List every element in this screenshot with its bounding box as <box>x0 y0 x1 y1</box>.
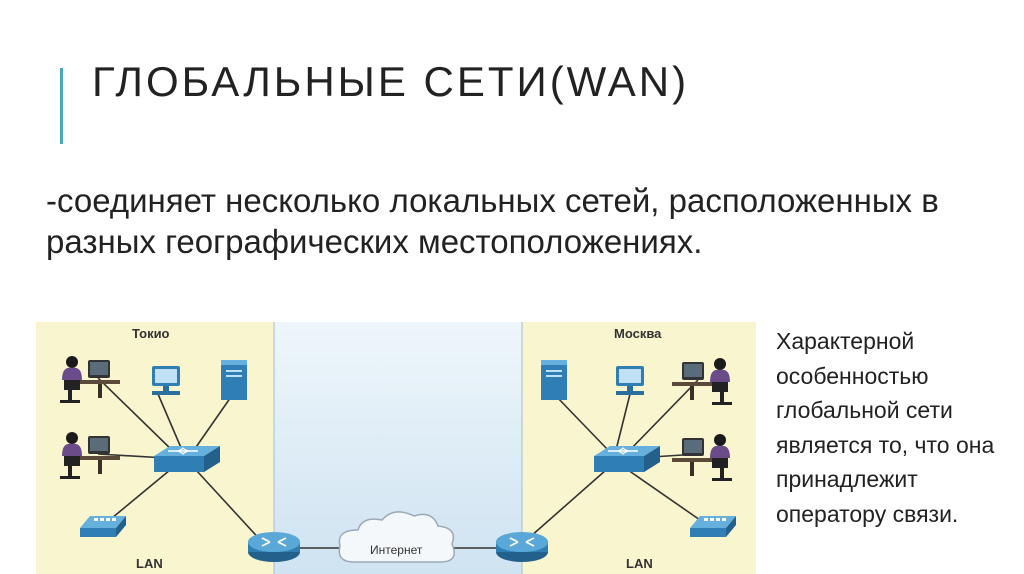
slide-lead-text: -соединяет несколько локальных сетей, ра… <box>46 182 939 260</box>
left-site-label: Токио <box>132 326 170 341</box>
left-lan-links <box>97 377 265 545</box>
slide-side-text: Характерной особенностью глобальной сети… <box>776 328 995 527</box>
left-router-icon <box>247 531 301 563</box>
slide-title: ГЛОБАЛЬНЫЕ СЕТИ(WAN) <box>92 58 690 105</box>
left-lan-label: LAN <box>136 556 163 571</box>
right-site-label: Москва <box>614 326 662 341</box>
left-switch-icon <box>153 445 221 473</box>
left-server-icon <box>221 360 247 400</box>
wan-diagram: Токио Москва LAN LAN Интернет <box>36 322 756 574</box>
right-server-icon <box>541 360 567 400</box>
internet-cloud-label: Интернет <box>370 543 423 557</box>
title-accent-bar <box>60 68 63 144</box>
right-router-icon <box>495 531 549 563</box>
internet-cloud-icon <box>338 511 455 563</box>
right-switch-icon <box>593 445 661 473</box>
wan-diagram-svg: Токио Москва LAN LAN Интернет <box>36 322 756 574</box>
right-lan-label: LAN <box>626 556 653 571</box>
